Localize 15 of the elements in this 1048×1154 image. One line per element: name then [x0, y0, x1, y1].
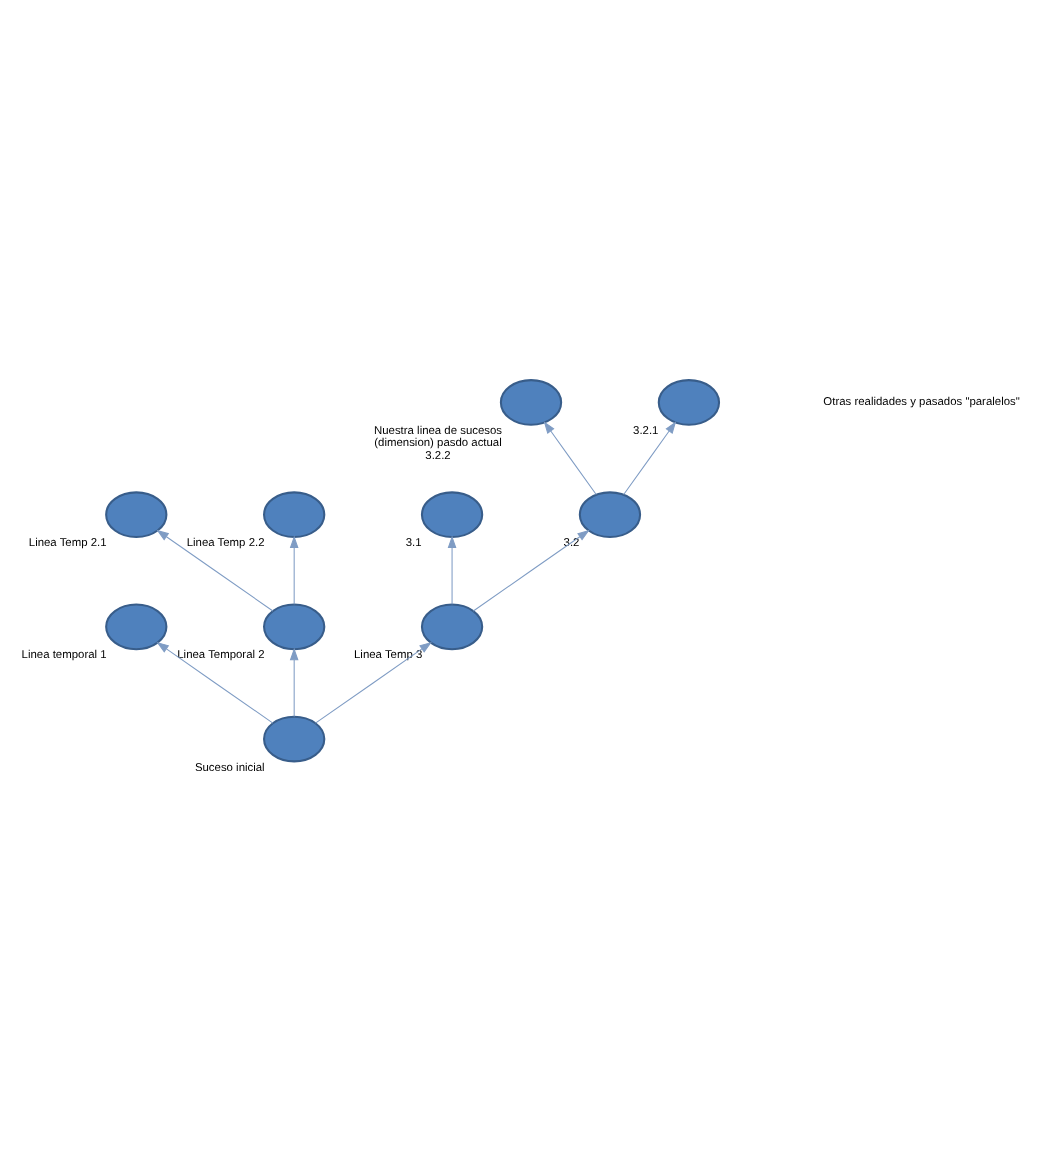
node-circle [420, 491, 484, 539]
node-circle [263, 491, 326, 539]
arrow [314, 641, 432, 724]
node-circle [263, 715, 326, 763]
node-circle [263, 603, 326, 651]
arrow [156, 641, 274, 724]
arrow [472, 529, 590, 612]
arrow [623, 421, 677, 495]
arrow [289, 647, 299, 718]
arrow [447, 535, 457, 605]
arrow [156, 529, 274, 612]
node-circle [499, 379, 563, 426]
node-circle [657, 379, 721, 426]
arrow [543, 421, 597, 495]
arrow [289, 535, 299, 605]
